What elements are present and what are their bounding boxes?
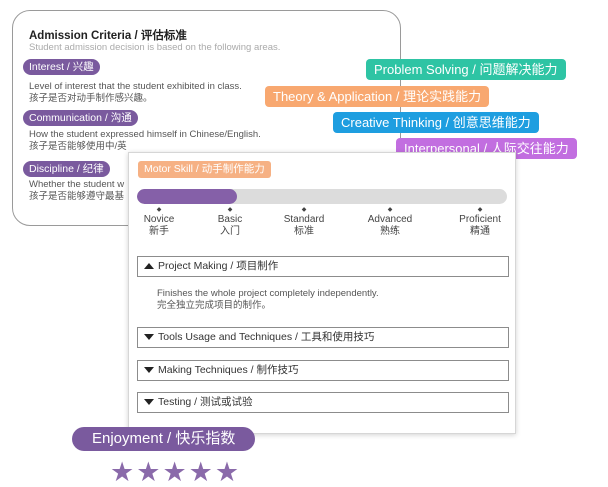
expand-arrow-icon: [144, 333, 154, 340]
star-icon[interactable]: ★: [162, 457, 187, 487]
level-basic-en: Basic: [217, 214, 243, 225]
criteria-communication-desc-zh: 孩子是否能够使用中/英: [29, 141, 127, 152]
level-marker-icon: ◆: [156, 207, 162, 213]
tag-theory-application: Theory & Application / 理论实践能力: [265, 86, 490, 107]
criteria-subtitle: Student admission decision is based on t…: [29, 42, 281, 53]
section-testing-label: Testing / 测试或试验: [158, 396, 253, 408]
tag-creative-thinking: Creative Thinking / 创意思维能力: [333, 112, 539, 133]
level-proficient: ◆ Proficient 精通: [445, 207, 515, 238]
criteria-communication-label: Communication / 沟通: [23, 110, 138, 126]
criteria-interest-desc-zh: 孩子是否对动手制作感兴趣。: [29, 93, 153, 104]
level-novice-en: Novice: [143, 214, 175, 225]
level-advanced: ◆ Advanced 熟练: [355, 207, 425, 238]
level-marker-icon: ◆: [477, 207, 483, 213]
level-advanced-en: Advanced: [367, 214, 413, 225]
skill-progress-track: [137, 189, 507, 204]
level-standard-zh: 标准: [294, 226, 314, 237]
level-standard-en: Standard: [283, 214, 325, 225]
level-proficient-zh: 精通: [470, 226, 490, 237]
level-marker-icon: ◆: [301, 207, 307, 213]
section-testing-header[interactable]: Testing / 测试或试验: [137, 392, 509, 413]
expand-arrow-icon: [144, 398, 154, 405]
section-project-making-body-en: Finishes the whole project completely in…: [157, 288, 379, 299]
expand-arrow-icon: [144, 366, 154, 373]
criteria-discipline-label: Discipline / 纪律: [23, 161, 110, 177]
level-basic-zh: 入门: [220, 226, 240, 237]
level-standard: ◆ Standard 标准: [269, 207, 339, 238]
section-tools-usage-header[interactable]: Tools Usage and Techniques / 工具和使用技巧: [137, 327, 509, 348]
motor-skill-label: Motor Skill / 动手制作能力: [138, 161, 271, 178]
section-making-techniques-header[interactable]: Making Techniques / 制作技巧: [137, 360, 509, 381]
star-icon[interactable]: ★: [188, 457, 213, 487]
enjoyment-label: Enjoyment / 快乐指数: [72, 427, 256, 451]
criteria-discipline-desc-en: Whether the student w: [29, 179, 125, 190]
collapse-arrow-icon: [144, 262, 154, 269]
star-icon[interactable]: ★: [136, 457, 161, 487]
level-novice-zh: 新手: [149, 226, 169, 237]
level-proficient-en: Proficient: [459, 214, 501, 225]
section-project-making-body: Finishes the whole project completely in…: [157, 288, 379, 312]
criteria-discipline-desc-zh: 孩子是否能够遵守最基: [29, 191, 125, 202]
enjoyment-star-rating: ★★★★★: [110, 457, 241, 487]
section-project-making-header[interactable]: Project Making / 项目制作: [137, 256, 509, 277]
skill-progress-fill: [137, 189, 237, 204]
level-marker-icon: ◆: [227, 207, 233, 213]
level-advanced-zh: 熟练: [380, 226, 400, 237]
section-project-making-body-zh: 完全独立完成项目的制作。: [157, 300, 272, 311]
section-tools-usage-label: Tools Usage and Techniques / 工具和使用技巧: [158, 331, 375, 343]
star-icon[interactable]: ★: [214, 457, 240, 487]
section-making-techniques-label: Making Techniques / 制作技巧: [158, 364, 299, 376]
tag-problem-solving: Problem Solving / 问题解决能力: [366, 59, 566, 80]
section-project-making-label: Project Making / 项目制作: [158, 260, 279, 272]
level-novice: ◆ Novice 新手: [124, 207, 194, 238]
level-basic: ◆ Basic 入门: [195, 207, 265, 238]
star-icon[interactable]: ★: [110, 457, 135, 487]
motor-skill-panel: Motor Skill / 动手制作能力 ◆ Novice 新手 ◆ Basic…: [128, 152, 516, 434]
criteria-title: Admission Criteria / 评估标准: [29, 30, 187, 42]
level-marker-icon: ◆: [387, 207, 393, 213]
criteria-communication-desc-en: How the student expressed himself in Chi…: [29, 129, 261, 140]
criteria-interest-desc-en: Level of interest that the student exhib…: [29, 81, 242, 92]
criteria-interest-label: Interest / 兴趣: [23, 59, 100, 75]
